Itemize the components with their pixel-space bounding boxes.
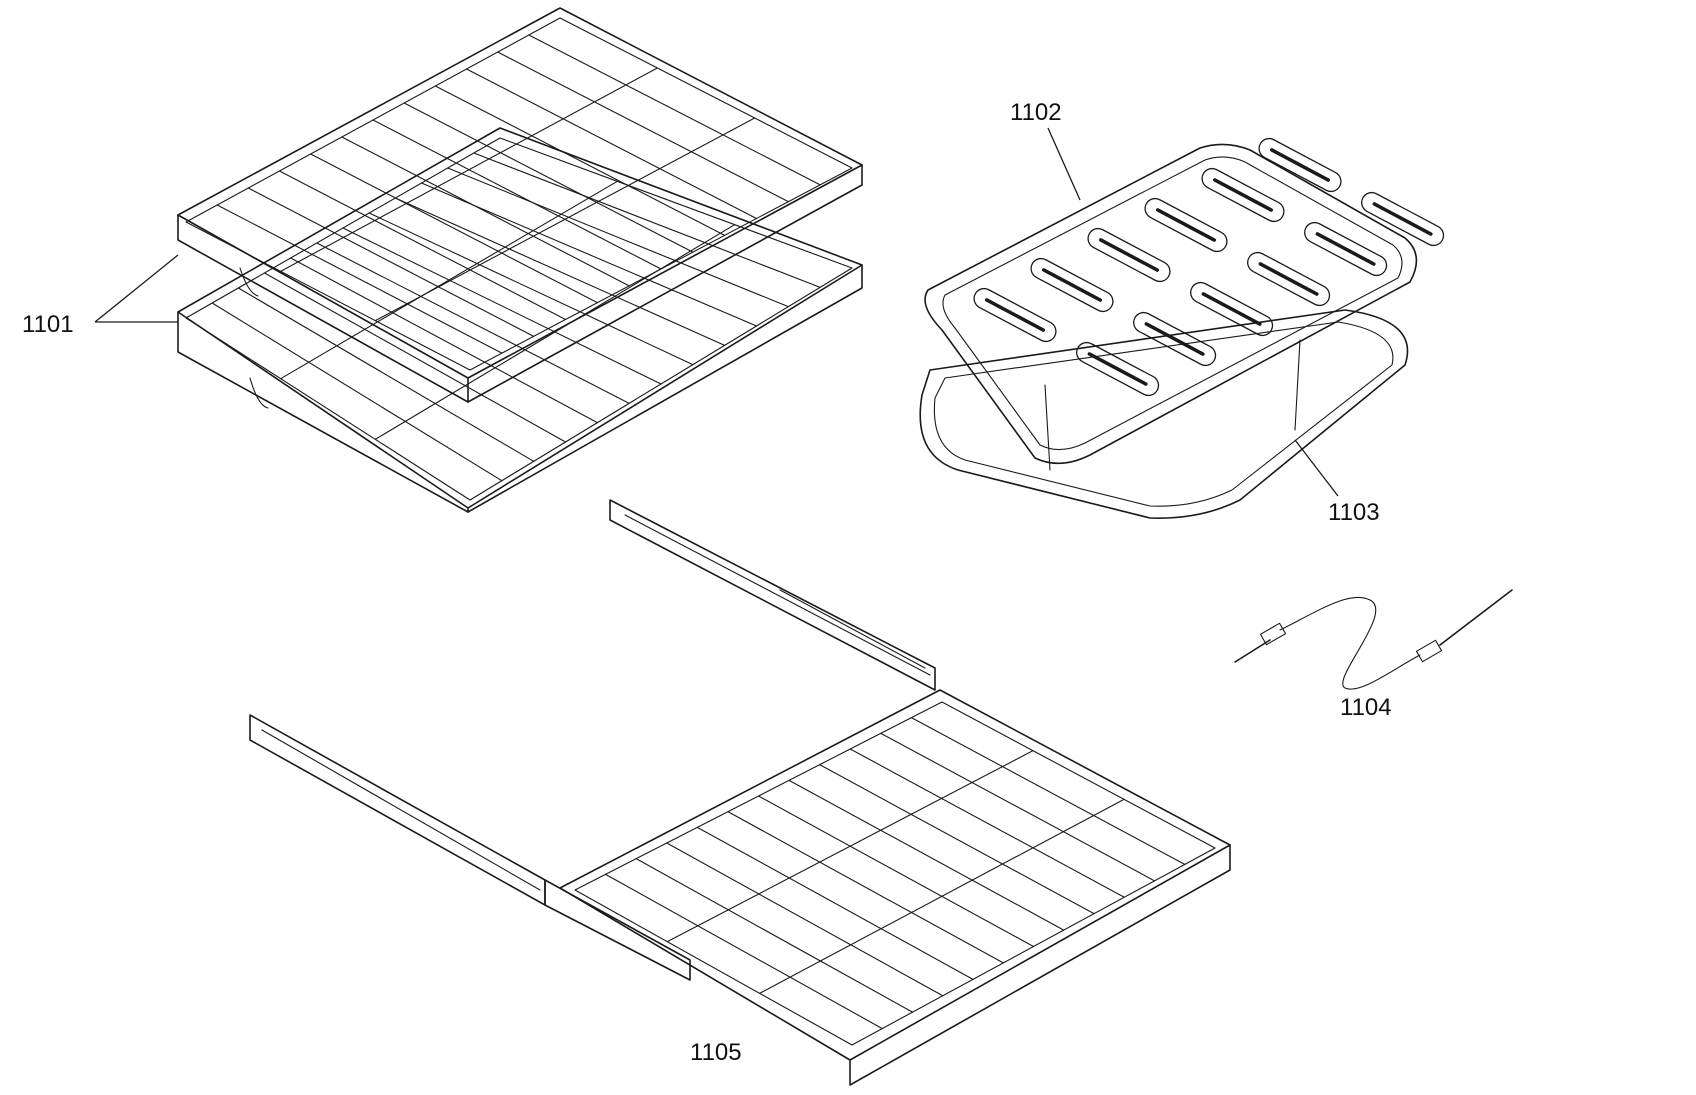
label-1101: 1101	[22, 254, 179, 338]
broiler-pan	[919, 309, 1409, 519]
broiler-slot	[1201, 167, 1285, 223]
oven-rack-lower	[177, 127, 863, 513]
rack-wire-support	[374, 224, 736, 440]
rack-wire	[819, 764, 1095, 915]
svg-text:1101: 1101	[22, 311, 74, 338]
rack-wire	[237, 287, 535, 462]
rack-wire	[341, 136, 630, 287]
rack-wire	[368, 212, 694, 366]
rack-wire	[727, 811, 1004, 964]
rack-wire	[497, 51, 789, 203]
rack-wire	[465, 68, 758, 220]
rack-wire	[880, 732, 1156, 882]
rack-wire	[342, 227, 662, 385]
broiler-grid	[924, 137, 1445, 465]
rack-wire	[403, 102, 694, 253]
broiler-slot	[1258, 137, 1342, 193]
rack-wire	[394, 197, 726, 346]
broiler-slot	[1247, 251, 1331, 307]
oven-rack-upper	[177, 7, 863, 403]
broiler-slot	[1144, 197, 1228, 253]
rack-wire	[372, 119, 662, 270]
rack-wire	[310, 153, 598, 304]
label-1104: 1104	[1340, 694, 1392, 721]
rack-wire	[434, 85, 726, 236]
rack-wire	[263, 272, 567, 443]
rack-wire	[420, 182, 758, 327]
broiler-slot	[973, 287, 1057, 343]
rack-wire	[757, 795, 1035, 948]
svg-text:1103: 1103	[1328, 499, 1380, 526]
slide-rail-rear	[609, 499, 936, 691]
rack-wire	[290, 257, 598, 424]
rack-wire-support	[759, 798, 1125, 994]
rack-wire	[447, 167, 789, 308]
label-1105: 1105	[690, 1039, 742, 1066]
broiler-slot	[1304, 221, 1388, 277]
broiler-slot	[1087, 227, 1171, 283]
rack-wire-support	[374, 117, 756, 322]
broiler-slot	[1076, 341, 1160, 397]
rack-wire	[316, 242, 630, 404]
label-1102: 1102	[1010, 99, 1081, 201]
rack-wire	[216, 204, 503, 354]
rolling-rack-frame	[559, 689, 1231, 1086]
rack-wire	[696, 826, 974, 980]
rack-wire	[605, 873, 883, 1030]
rack-wire	[247, 187, 535, 337]
svg-text:1105: 1105	[690, 1039, 742, 1066]
rack-wire	[849, 748, 1125, 898]
rack-wire	[788, 779, 1065, 931]
rack-wire-support	[666, 750, 1034, 943]
rack-wire	[473, 152, 821, 288]
broiler-slot	[1030, 257, 1114, 313]
rack-wire	[635, 858, 914, 1013]
svg-text:1102: 1102	[1010, 99, 1062, 126]
broiler-slot	[1190, 281, 1274, 337]
broiler-slot	[1133, 311, 1217, 367]
broiler-slot	[1361, 191, 1445, 247]
slide-rail-front	[249, 714, 691, 981]
rack-wire	[211, 302, 503, 482]
rack-wire	[666, 842, 944, 997]
label-1103: 1103	[1294, 439, 1380, 526]
svg-text:1104: 1104	[1340, 694, 1392, 721]
rack-wire	[528, 34, 821, 186]
meat-probe	[1234, 589, 1513, 690]
rack-wire	[278, 170, 567, 321]
rack-wire	[910, 717, 1186, 865]
rack-wire-support	[280, 67, 658, 272]
rack-wire-support	[280, 180, 618, 380]
